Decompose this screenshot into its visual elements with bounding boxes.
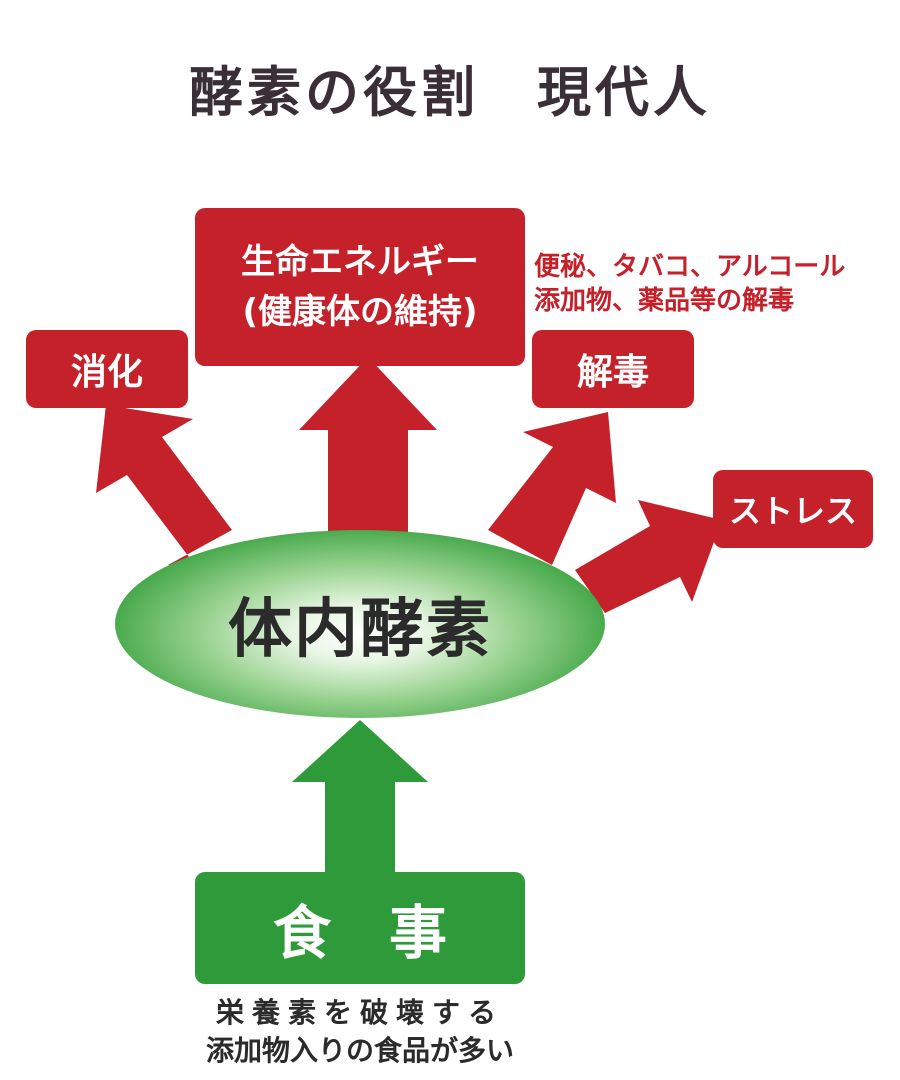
arrow-meal-to-center xyxy=(292,720,428,875)
box-stress: ストレス xyxy=(713,470,873,548)
box-life-energy-line1: 生命エネルギー xyxy=(241,242,479,282)
center-ellipse: 体内酵素 xyxy=(115,530,605,718)
box-meal-label: 食 事 xyxy=(272,899,447,967)
arrow-to-life-energy xyxy=(299,357,437,532)
box-detox: 解毒 xyxy=(532,330,694,408)
meal-caption-line2: 添加物入りの食品が多い xyxy=(205,1034,514,1067)
box-digestion-label: 消化 xyxy=(70,352,143,393)
box-stress-label: ストレス xyxy=(728,492,857,530)
meal-caption: 栄養素を破壊する 添加物入りの食品が多い xyxy=(120,994,600,1070)
detox-note: 便秘、タバコ、アルコール 添加物、薬品等の解毒 xyxy=(534,250,845,318)
page-title: 酵素の役割 現代人 xyxy=(189,61,711,124)
box-digestion: 消化 xyxy=(26,330,188,408)
box-life-energy: 生命エネルギー (健康体の維持) xyxy=(195,208,525,366)
detox-note-line2: 添加物、薬品等の解毒 xyxy=(534,286,795,316)
detox-note-line1: 便秘、タバコ、アルコール xyxy=(534,252,846,282)
box-life-energy-line2: (健康体の維持) xyxy=(242,292,478,332)
box-meal: 食 事 xyxy=(195,872,525,984)
box-detox-label: 解毒 xyxy=(576,352,649,393)
arrow-to-detox xyxy=(488,412,616,565)
center-label: 体内酵素 xyxy=(228,593,492,667)
meal-caption-line1: 栄養素を破壊する xyxy=(215,996,504,1029)
arrow-to-digestion xyxy=(96,405,232,565)
arrow-to-stress xyxy=(575,500,722,613)
